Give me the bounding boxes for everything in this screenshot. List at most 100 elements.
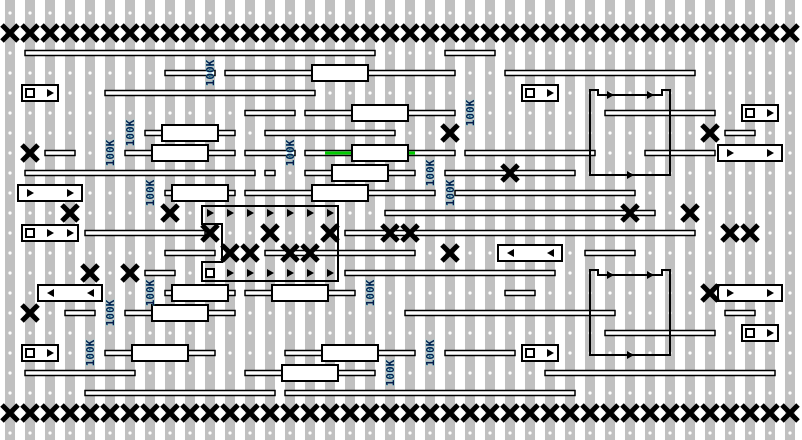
grid-hole[interactable] [648,51,652,55]
grid-hole[interactable] [688,311,692,315]
module-box[interactable] [21,344,59,362]
x-marker-icon[interactable] [400,223,420,243]
wire[interactable] [144,129,163,137]
grid-hole[interactable] [448,91,452,95]
x-marker-icon[interactable] [20,23,40,43]
grid-hole[interactable] [148,11,152,15]
grid-hole[interactable] [88,331,92,335]
grid-hole[interactable] [448,11,452,15]
grid-hole[interactable] [48,311,52,315]
grid-hole[interactable] [768,71,772,75]
x-marker-icon[interactable] [740,23,760,43]
wire[interactable] [384,209,656,217]
wire[interactable] [604,109,716,117]
resistor[interactable] [271,284,329,302]
grid-hole[interactable] [788,151,792,155]
x-marker-icon[interactable] [300,403,320,423]
grid-hole[interactable] [688,351,692,355]
grid-hole[interactable] [388,51,392,55]
grid-hole[interactable] [788,251,792,255]
grid-hole[interactable] [668,391,672,395]
module-box[interactable] [521,344,559,362]
wire[interactable] [227,289,236,297]
grid-hole[interactable] [388,291,392,295]
grid-hole[interactable] [728,211,732,215]
grid-hole[interactable] [108,111,112,115]
grid-hole[interactable] [688,11,692,15]
grid-hole[interactable] [568,271,572,275]
x-marker-icon[interactable] [300,23,320,43]
resistor[interactable] [311,184,369,202]
grid-hole[interactable] [708,11,712,15]
wire[interactable] [407,149,456,157]
x-marker-icon[interactable] [120,263,140,283]
wire[interactable] [164,189,173,197]
module-box[interactable] [741,324,779,342]
x-marker-icon[interactable] [560,23,580,43]
grid-hole[interactable] [28,391,32,395]
x-marker-icon[interactable] [40,403,60,423]
resistor[interactable] [331,164,389,182]
grid-hole[interactable] [368,331,372,335]
grid-hole[interactable] [148,331,152,335]
x-marker-icon[interactable] [160,23,180,43]
x-marker-icon[interactable] [440,243,460,263]
grid-hole[interactable] [508,91,512,95]
grid-hole[interactable] [768,231,772,235]
grid-hole[interactable] [708,431,712,435]
grid-hole[interactable] [328,311,332,315]
wire[interactable] [187,349,216,357]
x-marker-icon[interactable] [620,23,640,43]
grid-hole[interactable] [48,211,52,215]
x-marker-icon[interactable] [220,23,240,43]
grid-hole[interactable] [88,91,92,95]
grid-hole[interactable] [488,251,492,255]
grid-hole[interactable] [488,291,492,295]
grid-hole[interactable] [468,71,472,75]
grid-hole[interactable] [308,431,312,435]
grid-hole[interactable] [648,131,652,135]
x-marker-icon[interactable] [80,23,100,43]
x-marker-icon[interactable] [60,203,80,223]
x-marker-icon[interactable] [280,243,300,263]
grid-hole[interactable] [528,11,532,15]
x-marker-icon[interactable] [280,23,300,43]
x-marker-icon[interactable] [760,403,780,423]
grid-hole[interactable] [408,431,412,435]
grid-hole[interactable] [48,71,52,75]
x-marker-icon[interactable] [220,403,240,423]
wire[interactable] [367,69,456,77]
wire[interactable] [724,309,756,317]
x-marker-icon[interactable] [100,23,120,43]
grid-hole[interactable] [108,71,112,75]
grid-hole[interactable] [68,391,72,395]
grid-hole[interactable] [488,91,492,95]
grid-hole[interactable] [108,311,112,315]
wire[interactable] [264,249,416,257]
wire[interactable] [304,109,353,117]
grid-hole[interactable] [748,351,752,355]
grid-hole[interactable] [788,351,792,355]
x-marker-icon[interactable] [720,23,740,43]
grid-hole[interactable] [388,331,392,335]
grid-hole[interactable] [308,331,312,335]
grid-hole[interactable] [568,91,572,95]
grid-hole[interactable] [428,431,432,435]
grid-hole[interactable] [548,131,552,135]
grid-hole[interactable] [28,291,32,295]
grid-hole[interactable] [528,131,532,135]
grid-hole[interactable] [128,431,132,435]
x-marker-icon[interactable] [80,263,100,283]
grid-hole[interactable] [188,331,192,335]
grid-hole[interactable] [148,71,152,75]
grid-hole[interactable] [428,291,432,295]
grid-hole[interactable] [708,71,712,75]
grid-hole[interactable] [628,51,632,55]
grid-hole[interactable] [788,171,792,175]
grid-hole[interactable] [548,431,552,435]
x-marker-icon[interactable] [20,143,40,163]
grid-hole[interactable] [788,331,792,335]
module-box[interactable] [21,224,79,242]
grid-hole[interactable] [708,351,712,355]
